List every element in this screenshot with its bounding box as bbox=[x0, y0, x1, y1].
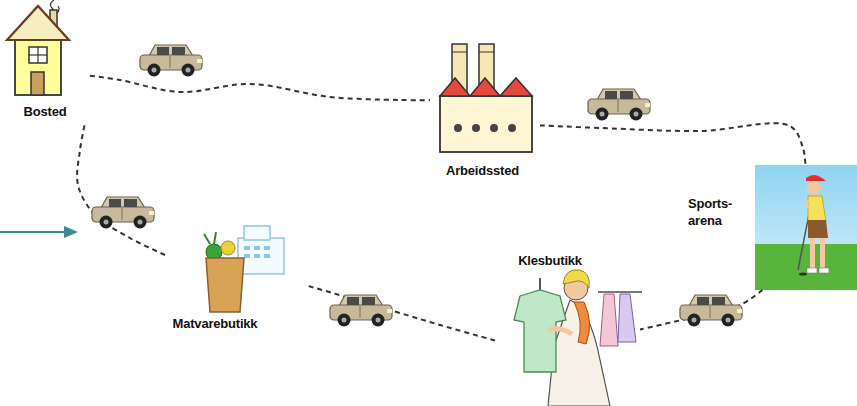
factory-icon bbox=[472, 124, 480, 132]
golfer-picture bbox=[808, 196, 826, 222]
pointer-arrow bbox=[0, 226, 78, 238]
golfer-picture bbox=[807, 181, 821, 195]
route-line bbox=[90, 76, 430, 101]
factory-icon bbox=[479, 52, 494, 53]
golfer-picture bbox=[819, 268, 829, 273]
pointer-arrow bbox=[64, 226, 78, 238]
place-label: Bosted bbox=[10, 103, 80, 120]
place-node: Matvarebutikk bbox=[165, 230, 305, 330]
clothes-shop-icon bbox=[600, 294, 618, 346]
place-label: Matvarebutikk bbox=[165, 315, 265, 332]
grocery-icon bbox=[206, 258, 244, 312]
clothes-shop-icon bbox=[563, 270, 589, 288]
factory-icon bbox=[490, 124, 498, 132]
house-icon bbox=[15, 36, 61, 95]
place-node: Arbeidssted bbox=[430, 40, 540, 180]
place-node: Bosted bbox=[10, 0, 90, 122]
house-icon bbox=[7, 6, 69, 40]
factory-icon bbox=[508, 124, 516, 132]
grocery-icon bbox=[254, 246, 260, 250]
route-line bbox=[77, 122, 165, 255]
grocery-icon bbox=[264, 254, 270, 258]
clothes-shop-icon bbox=[574, 302, 590, 344]
grocery-icon bbox=[204, 232, 216, 244]
route-line bbox=[305, 285, 495, 340]
golfer-picture bbox=[806, 175, 826, 181]
pointer-arrow bbox=[0, 231, 66, 233]
clothes-shop-icon bbox=[598, 291, 642, 293]
golfer-picture bbox=[755, 244, 857, 290]
grocery-icon bbox=[244, 246, 250, 250]
golfer-picture bbox=[799, 273, 807, 276]
house-icon bbox=[29, 47, 47, 63]
clothes-shop-icon bbox=[514, 270, 642, 406]
car-icon bbox=[92, 197, 154, 229]
grocery-icon bbox=[244, 254, 250, 258]
factory-icon bbox=[454, 124, 462, 132]
car-icon bbox=[140, 45, 202, 77]
factory-icon bbox=[454, 124, 516, 132]
grocery-icon bbox=[204, 226, 284, 312]
car-icon bbox=[330, 295, 392, 327]
clothes-shop-icon bbox=[618, 294, 636, 342]
car-icon bbox=[680, 295, 742, 327]
factory-icon bbox=[452, 52, 467, 53]
grocery-icon bbox=[221, 241, 235, 255]
place-label: Arbeidssted bbox=[430, 162, 535, 179]
grocery-icon bbox=[254, 254, 260, 258]
factory-icon bbox=[440, 78, 532, 96]
golfer-picture bbox=[755, 165, 857, 290]
golfer-picture bbox=[820, 238, 825, 268]
golfer-picture bbox=[807, 268, 817, 273]
factory-icon bbox=[440, 96, 532, 152]
grocery-icon bbox=[238, 238, 284, 274]
house-icon bbox=[29, 54, 47, 55]
grocery-icon bbox=[264, 246, 270, 250]
grocery-icon bbox=[244, 246, 270, 258]
grocery-icon bbox=[244, 226, 270, 240]
place-label: Klesbutikk bbox=[495, 252, 605, 269]
place-node: Sports- arena bbox=[685, 165, 857, 290]
golfer-picture bbox=[808, 220, 828, 238]
golfer-picture bbox=[810, 238, 815, 268]
golfer-picture bbox=[806, 200, 810, 208]
car-icon bbox=[588, 89, 650, 121]
house-icon bbox=[7, 0, 69, 95]
house-icon bbox=[31, 72, 44, 95]
golfer-picture bbox=[755, 165, 857, 290]
clothes-shop-icon bbox=[548, 329, 572, 334]
place-node: Klesbutikk bbox=[495, 250, 640, 406]
route-line bbox=[640, 290, 762, 330]
clothes-shop-icon bbox=[539, 278, 541, 290]
route-line bbox=[540, 123, 805, 165]
factory-icon bbox=[440, 44, 532, 152]
place-label: Sports- arena bbox=[688, 195, 743, 229]
